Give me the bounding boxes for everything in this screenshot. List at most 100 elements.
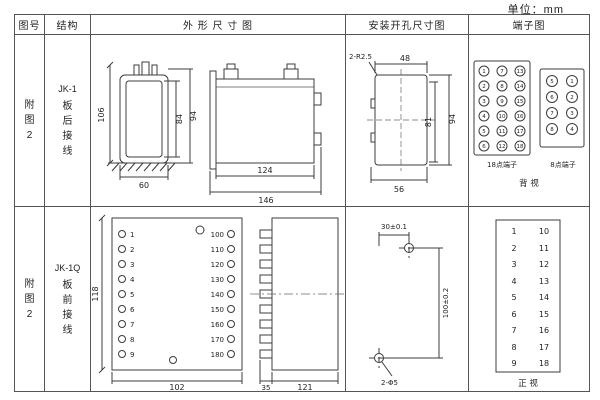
- terminal-number: 5: [550, 79, 554, 85]
- dimension-lines: [209, 147, 321, 195]
- row1-figure-cell: 附 图 2: [15, 35, 45, 207]
- terminal-number: 140: [210, 291, 223, 299]
- dimension-lines: [368, 61, 452, 183]
- terminal-number: 120: [210, 261, 223, 269]
- dim-124: 124: [257, 166, 272, 175]
- jk1-outline-drawing: 106 84 94 60: [97, 61, 321, 205]
- terminal-number: 100: [210, 231, 223, 239]
- structure-label: 接: [62, 131, 73, 142]
- row2-outline-cell: 1 2 3 4 5 6 7 8 9 100 110 120 130 140 15…: [91, 207, 346, 391]
- terminal-number: 14: [517, 84, 524, 90]
- centerlines: [368, 237, 419, 368]
- dim-84: 84: [175, 114, 184, 124]
- terminal-number: 9: [500, 99, 504, 105]
- row2-structure-cell: JK-1Q 板 前 接 线: [45, 207, 91, 391]
- terminal-number: 10: [499, 114, 506, 120]
- row1-terminal-cell: 1 2 3 4 5 6 7 8 9 10 11 12 13 14 15 16 1…: [469, 35, 589, 207]
- terminal-number: 10: [539, 227, 549, 236]
- header-figure: 图号: [15, 15, 45, 35]
- terminal-number: 4: [130, 276, 135, 284]
- terminal-number: 12: [499, 144, 506, 150]
- side-view-case: [209, 63, 321, 170]
- terminal-number: 15: [539, 310, 549, 319]
- terminal-number: 12: [539, 260, 549, 269]
- dim-106: 106: [97, 107, 106, 122]
- terminal-number: 160: [210, 321, 223, 329]
- terminal-number: 11: [499, 129, 506, 135]
- terminal-number: 11: [539, 244, 549, 253]
- structure-label: 后: [62, 116, 73, 127]
- dim-56: 56: [393, 185, 403, 194]
- terminal-number: 1: [511, 227, 516, 236]
- spec-table: 图号 结构 外 形 尺 寸 图 安装开孔尺寸图 端子图 附 图 2 JK-1 板…: [14, 14, 590, 392]
- terminal-number: 18: [517, 144, 524, 150]
- mounting-holes: [373, 242, 414, 363]
- terminal-number: 13: [539, 277, 549, 286]
- jk1q-outline-drawing: 1 2 3 4 5 6 7 8 9 100 110 120 130 140 15…: [92, 214, 344, 391]
- terminal-number: 6: [482, 144, 486, 150]
- terminal-number: 180: [210, 351, 223, 359]
- terminal-number: 3: [570, 111, 574, 117]
- dim-146: 146: [258, 196, 273, 205]
- terminal-number: 3: [482, 99, 486, 105]
- terminal-number: 7: [500, 69, 504, 75]
- terminal-number: 6: [130, 306, 135, 314]
- header-terminal: 端子图: [469, 15, 589, 35]
- panel-hatching: [111, 162, 175, 172]
- structure-label: 接: [62, 309, 73, 321]
- terminal-number: 6: [511, 310, 516, 319]
- figure-label: 附: [24, 278, 35, 290]
- terminal-number: 6: [550, 95, 554, 101]
- terminal-number: 18: [539, 359, 549, 368]
- note-holes: 2-Φ5: [381, 379, 398, 387]
- terminal-number: 3: [130, 261, 134, 269]
- dim-121: 121: [297, 383, 312, 391]
- dim-48: 48: [399, 54, 409, 63]
- terminal-number: 16: [517, 114, 524, 120]
- terminal-number: 130: [210, 276, 223, 284]
- view-label: 正 视: [518, 378, 538, 389]
- dimension-lines: [106, 61, 193, 180]
- terminal-number: 1: [130, 231, 134, 239]
- terminal-number: 2: [130, 246, 134, 254]
- terminal-number: 9: [511, 359, 516, 368]
- figure-label: 图: [24, 293, 35, 305]
- terminal-number: 7: [511, 326, 516, 335]
- terminal-number: 17: [517, 129, 524, 135]
- terminal-number: 13: [517, 69, 524, 75]
- row1-structure-cell: JK-1 板 后 接 线: [45, 35, 91, 207]
- header-outline: 外 形 尺 寸 图: [91, 15, 346, 35]
- terminal-number: 8: [550, 127, 554, 133]
- terminal-number: 1: [482, 69, 486, 75]
- dim-94: 94: [448, 114, 457, 124]
- structure-label: 前: [62, 294, 73, 306]
- figure-label: 附: [24, 100, 35, 111]
- terminal-number: 16: [539, 326, 549, 335]
- dim-102: 102: [169, 383, 184, 391]
- terminal-number: 7: [130, 321, 134, 329]
- terminal-number: 5: [511, 293, 516, 302]
- structure-label: 板: [62, 279, 73, 291]
- terminal-number: 170: [210, 336, 223, 344]
- terminal-number: 14: [539, 293, 549, 302]
- terminal-block-8: [539, 68, 585, 148]
- row1-outline-cell: 106 84 94 60: [91, 35, 346, 207]
- terminal-number: 8: [130, 336, 134, 344]
- figure-label: 2: [26, 308, 33, 320]
- terminal-number: 4: [511, 277, 516, 286]
- dimension-lines: [378, 231, 443, 376]
- view-label: 背 视: [519, 178, 539, 189]
- front-view-case: [111, 217, 242, 370]
- note-radius: 2-R2.5: [349, 53, 372, 61]
- terminal-number: 5: [482, 129, 486, 135]
- terminal-number: 4: [570, 127, 574, 133]
- terminal-number: 1: [570, 79, 574, 85]
- structure-label: 线: [62, 324, 73, 336]
- header-mounting: 安装开孔尺寸图: [346, 15, 469, 35]
- terminal-number: 15: [517, 99, 524, 105]
- row1-mounting-cell: 2-R2.5 48 81 94 56: [346, 35, 469, 207]
- terminal-number: 150: [210, 306, 223, 314]
- terminal-number: 2: [570, 95, 574, 101]
- terminal-number: 110: [210, 246, 223, 254]
